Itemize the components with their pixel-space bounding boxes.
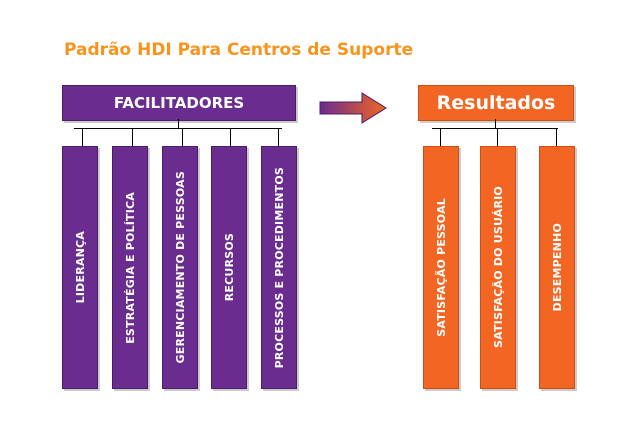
column-connector (182, 128, 183, 146)
facilitadores-header: FACILITADORES (62, 85, 296, 121)
right-arrow-icon (319, 92, 387, 124)
facilitadores-header-label: FACILITADORES (113, 94, 245, 112)
resultados-connector-stem (495, 119, 496, 128)
resultado-label: SATISFAÇÃO DO USUÁRIO (491, 186, 505, 349)
facilitador-column-lideranca: LIDERANÇA (62, 146, 98, 389)
resultado-column-satisfacao-usuario: SATISFAÇÃO DO USUÁRIO (480, 146, 516, 389)
facilitador-label: PROCESSOS E PROCEDIMENTOS (272, 166, 286, 369)
facilitador-column-recursos: RECURSOS (211, 146, 247, 389)
resultados-connector-rail (432, 128, 558, 129)
facilitador-label: RECURSOS (222, 233, 236, 302)
resultados-header-label: Resultados (436, 92, 556, 114)
resultado-label: DESEMPENHO (550, 223, 564, 312)
resultados-header: Resultados (418, 85, 574, 121)
diagram-title: Padrão HDI Para Centros de Suporte (64, 40, 414, 60)
facilitador-column-gerenciamento: GERENCIAMENTO DE PESSOAS (162, 146, 198, 389)
facilitador-label: LIDERANÇA (73, 231, 87, 304)
resultado-column-satisfacao-pessoal: SATISFAÇÃO PESSOAL (423, 146, 459, 389)
resultado-label: SATISFAÇÃO PESSOAL (434, 198, 448, 337)
column-connector (440, 128, 441, 146)
column-connector (230, 128, 231, 146)
column-connector (132, 128, 133, 146)
facilitador-column-estrategia: ESTRATÉGIA E POLÍTICA (112, 146, 148, 389)
facilitadores-connector-rail (74, 128, 282, 129)
facilitador-label: GERENCIAMENTO DE PESSOAS (173, 171, 187, 364)
resultado-column-desempenho: DESEMPENHO (539, 146, 575, 389)
facilitadores-connector-stem (178, 119, 179, 128)
column-connector (556, 128, 557, 146)
facilitador-label: ESTRATÉGIA E POLÍTICA (123, 191, 137, 344)
column-connector (497, 128, 498, 146)
facilitador-column-processos: PROCESSOS E PROCEDIMENTOS (261, 146, 297, 389)
column-connector (278, 128, 279, 146)
column-connector (82, 128, 83, 146)
